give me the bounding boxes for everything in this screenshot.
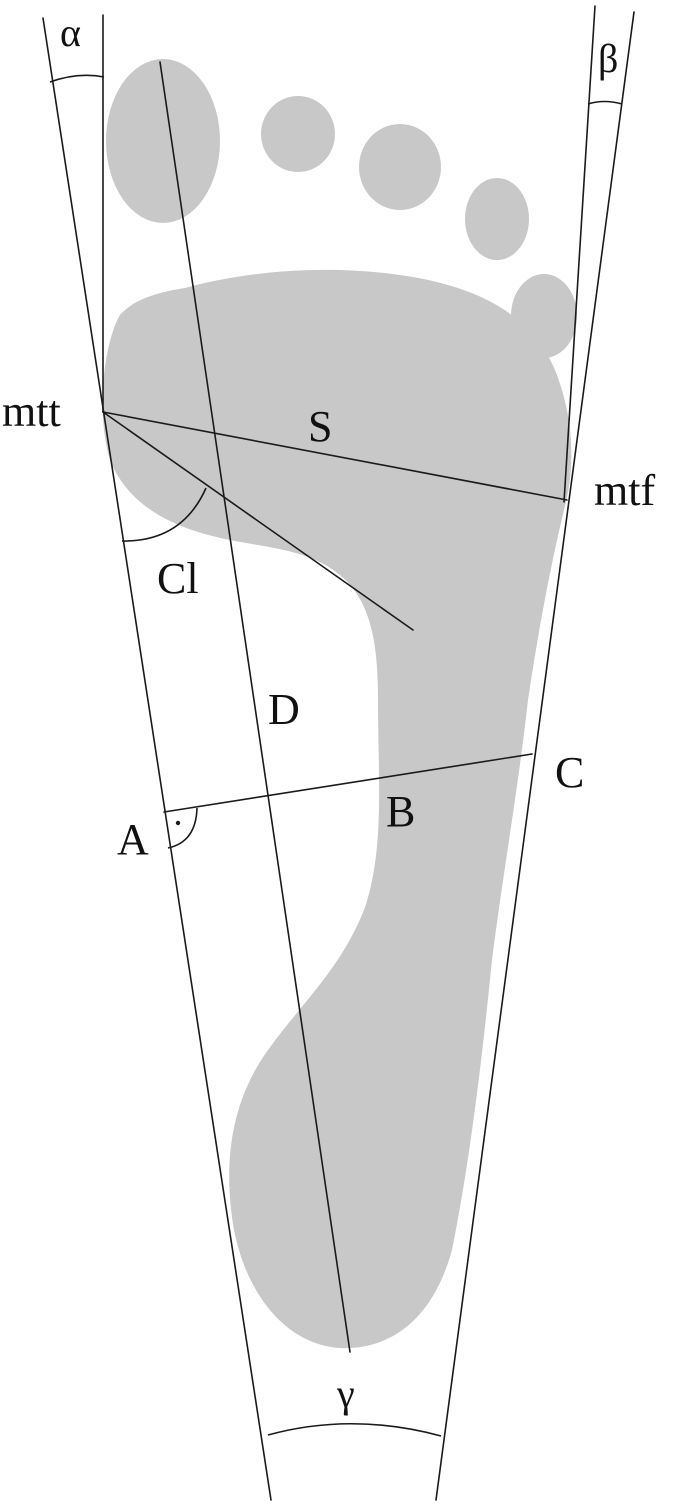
lateral-toe-line [563, 5, 596, 503]
right-angle-arc [167, 807, 198, 849]
third-toe-print [359, 124, 441, 210]
big-toe-print [106, 59, 220, 223]
beta-label: β [598, 36, 618, 81]
clarke-angle-line [102, 411, 414, 631]
lateral-border-line [435, 11, 635, 1501]
alpha-label: α [60, 10, 81, 55]
gamma-angle-arc [267, 1422, 442, 1437]
perpendicular-line-abc [163, 753, 533, 813]
mtt-label: mtt [2, 387, 61, 436]
foot-axis-line-d [159, 61, 351, 1353]
b-label: B [386, 787, 415, 836]
a-label: A [117, 815, 149, 864]
cl-label: Cl [157, 554, 199, 603]
toe-prints [106, 59, 577, 358]
medial-border-line [42, 17, 272, 1501]
fourth-toe-print [465, 178, 529, 260]
d-label: D [268, 685, 300, 734]
alpha-angle-arc [49, 74, 105, 83]
right-angle-dot [175, 820, 181, 826]
mtf-label: mtf [594, 466, 655, 515]
metatarsal-width-line-s [102, 411, 568, 501]
c-label: C [555, 748, 584, 797]
second-toe-print [261, 96, 335, 172]
gamma-label: γ [336, 1371, 355, 1416]
s-label: S [308, 402, 332, 451]
beta-angle-arc [587, 100, 623, 105]
sole-print [102, 269, 572, 1349]
clarke-angle-arc [121, 487, 207, 542]
